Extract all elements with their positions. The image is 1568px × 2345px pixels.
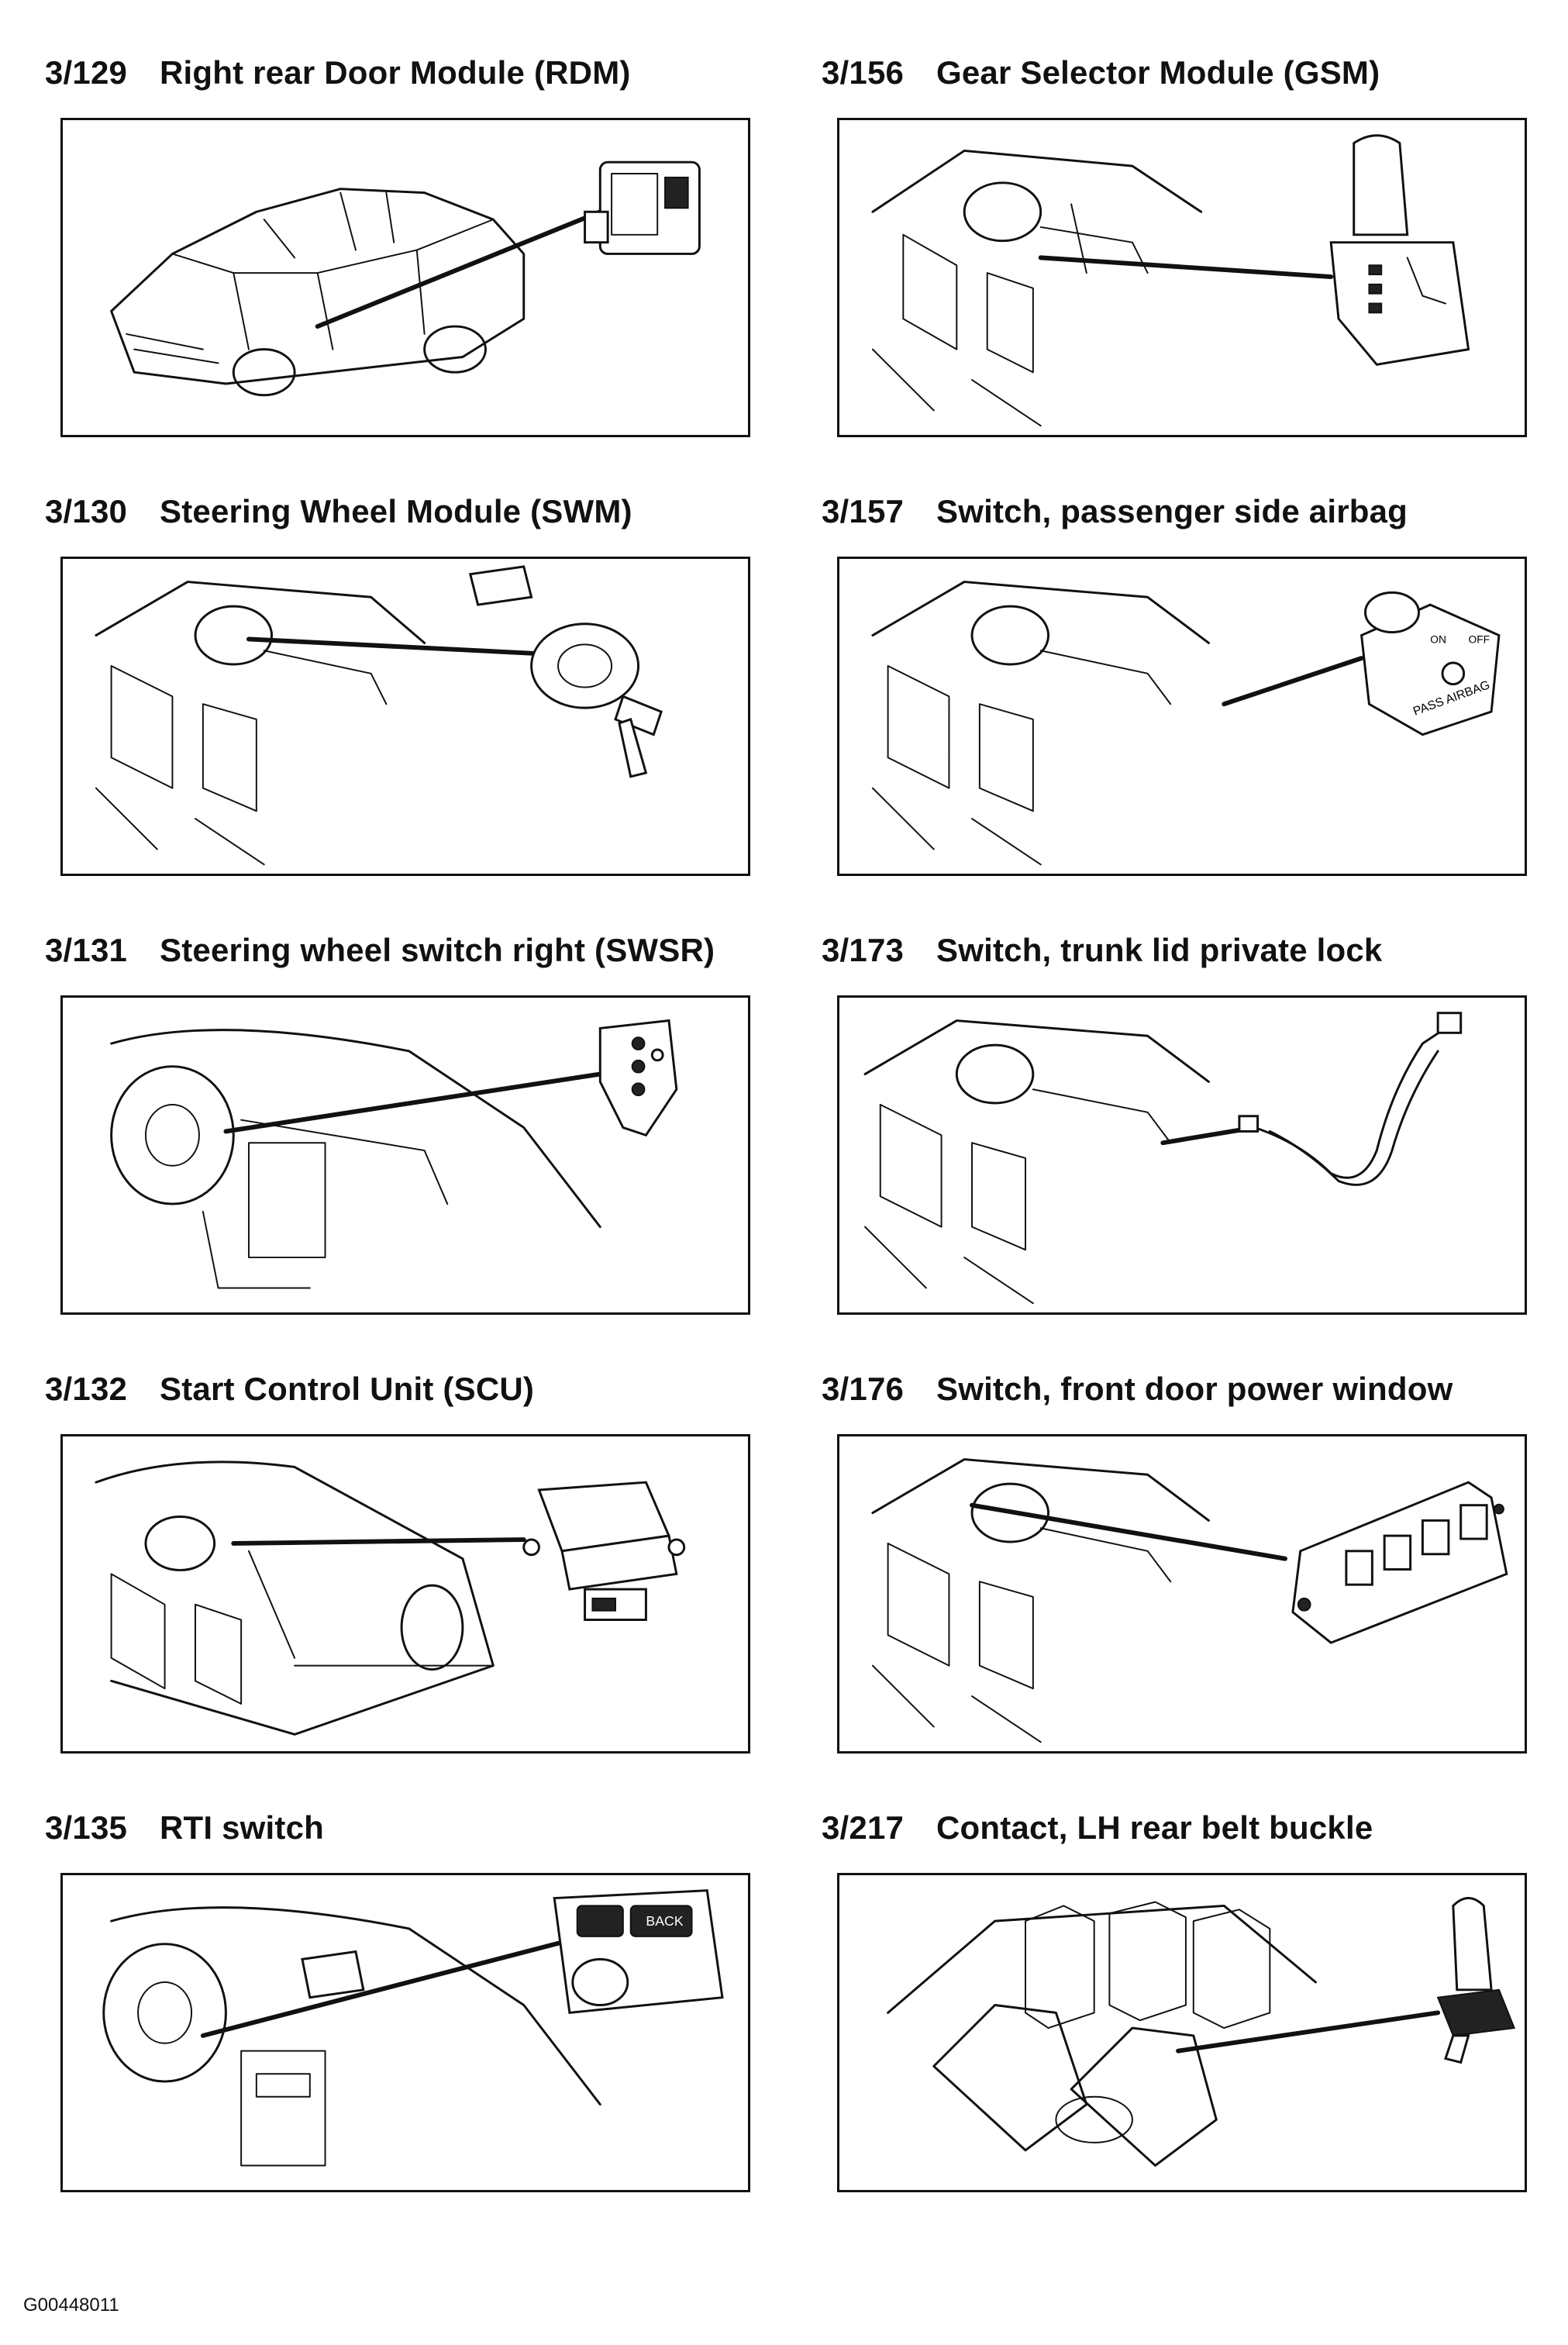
item-3-157: 3/157 Switch, passenger side airbag ON OF…: [822, 493, 1542, 881]
dashboard: [102, 1906, 601, 2167]
dashboard-illustration: BACK: [102, 1889, 724, 2167]
steering-module-component: [468, 565, 663, 778]
item-3-131: 3/131 Steering wheel switch right (SWSR): [45, 932, 766, 1319]
leader-line: [315, 209, 603, 329]
item-3-135: 3/135 RTI switch BACK: [45, 1809, 766, 2197]
car-interior-illustration: [95, 1460, 686, 1736]
illustration-panel: [837, 118, 1527, 437]
interior-dashboard: [863, 1019, 1210, 1305]
start-control-unit-component: [522, 1481, 686, 1621]
illustration-panel: [60, 1434, 750, 1754]
interior-illustration: [871, 1458, 1508, 1743]
item-code: 3/132: [45, 1371, 128, 1407]
leader-line: [223, 1071, 603, 1134]
item-label: Steering Wheel Module (SWM): [160, 493, 632, 529]
rti-back-label: BACK: [646, 1913, 683, 1929]
item-3-129: 3/129 Right rear Door Module (RDM): [45, 54, 766, 442]
item-title: 3/157 Switch, passenger side airbag: [822, 493, 1408, 530]
trunk-lock-cable-component: [1238, 1012, 1463, 1186]
gear-selector-component: [1329, 134, 1470, 366]
illustration-panel: [837, 995, 1527, 1315]
interior-dashboard: [871, 581, 1210, 866]
item-3-156: 3/156 Gear Selector Module (GSM): [822, 54, 1542, 442]
item-label: Contact, LH rear belt buckle: [936, 1809, 1373, 1846]
dashboard: [110, 1029, 601, 1289]
interior-dashboard: [871, 149, 1203, 427]
interior-illustration: [863, 1012, 1463, 1305]
item-label: Gear Selector Module (GSM): [936, 54, 1380, 91]
rear-seats: [887, 1901, 1317, 2167]
belt-buckle-component: [1436, 1897, 1516, 2064]
illustration-panel: ON OFF PASS AIRBAG: [837, 557, 1527, 876]
leader-line: [1176, 2010, 1441, 2054]
illustration-panel: [60, 995, 750, 1315]
interior-illustration: ON OFF PASS AIRBAG: [871, 581, 1501, 866]
item-label: Steering wheel switch right (SWSR): [160, 932, 715, 968]
interior-illustration: [95, 565, 663, 866]
item-3-176: 3/176 Switch, front door power window: [822, 1371, 1542, 1758]
power-window-switch-component: [1291, 1481, 1508, 1644]
item-label: Switch, front door power window: [936, 1371, 1453, 1407]
item-code: 3/130: [45, 493, 128, 529]
item-code: 3/131: [45, 932, 128, 968]
leader-line: [246, 636, 557, 657]
airbag-switch-component: ON OFF PASS AIRBAG: [1360, 591, 1501, 736]
car-body: [95, 1460, 495, 1736]
interior-illustration: [871, 134, 1470, 427]
leader-line: [1038, 255, 1334, 279]
airbag-on-label: ON: [1430, 633, 1446, 645]
leader-line: [231, 1537, 526, 1546]
item-title: 3/156 Gear Selector Module (GSM): [822, 54, 1380, 91]
car-side-illustration: [110, 160, 701, 397]
item-label: Right rear Door Module (RDM): [160, 54, 631, 91]
illustration-panel: BACK: [60, 1873, 750, 2192]
item-title: 3/173 Switch, trunk lid private lock: [822, 932, 1382, 969]
item-title: 3/130 Steering Wheel Module (SWM): [45, 493, 632, 530]
item-label: Switch, trunk lid private lock: [936, 932, 1383, 968]
item-3-173: 3/173 Switch, trunk lid private lock: [822, 932, 1542, 1319]
leader-line: [200, 1933, 588, 2038]
item-3-217: 3/217 Contact, LH rear belt buckle: [822, 1809, 1542, 2197]
illustration-panel: [60, 118, 750, 437]
illustration-panel: [60, 557, 750, 876]
item-title: 3/176 Switch, front door power window: [822, 1371, 1453, 1408]
item-label: RTI switch: [160, 1809, 325, 1846]
item-code: 3/129: [45, 54, 128, 91]
dashboard-illustration: [110, 1019, 678, 1289]
item-3-132: 3/132 Start Control Unit (SCU): [45, 1371, 766, 1758]
illustration-panel: [837, 1434, 1527, 1754]
rti-switch-component: BACK: [553, 1889, 724, 2014]
item-label: Start Control Unit (SCU): [160, 1371, 535, 1407]
item-code: 3/176: [822, 1371, 905, 1407]
item-code: 3/156: [822, 54, 905, 91]
item-label: Switch, passenger side airbag: [936, 493, 1408, 529]
interior-dashboard: [871, 1458, 1210, 1743]
illustration-panel: [837, 1873, 1527, 2192]
figure-code: G00448011: [23, 2295, 119, 2316]
airbag-off-label: OFF: [1469, 633, 1490, 645]
door-module-component: [584, 160, 701, 255]
steering-switch-component: [598, 1019, 678, 1137]
item-title: 3/217 Contact, LH rear belt buckle: [822, 1809, 1373, 1847]
car-body: [110, 188, 526, 397]
item-code: 3/217: [822, 1809, 905, 1846]
item-title: 3/132 Start Control Unit (SCU): [45, 1371, 534, 1408]
rear-seat-illustration: [887, 1897, 1516, 2167]
leader-line: [970, 1502, 1287, 1561]
item-title: 3/131 Steering wheel switch right (SWSR): [45, 932, 715, 969]
leader-line: [1222, 656, 1364, 707]
item-title: 3/135 RTI switch: [45, 1809, 324, 1847]
interior-dashboard: [95, 581, 426, 866]
item-code: 3/135: [45, 1809, 128, 1846]
item-3-130: 3/130 Steering Wheel Module (SWM): [45, 493, 766, 881]
item-code: 3/173: [822, 932, 905, 968]
item-title: 3/129 Right rear Door Module (RDM): [45, 54, 631, 91]
item-code: 3/157: [822, 493, 905, 529]
